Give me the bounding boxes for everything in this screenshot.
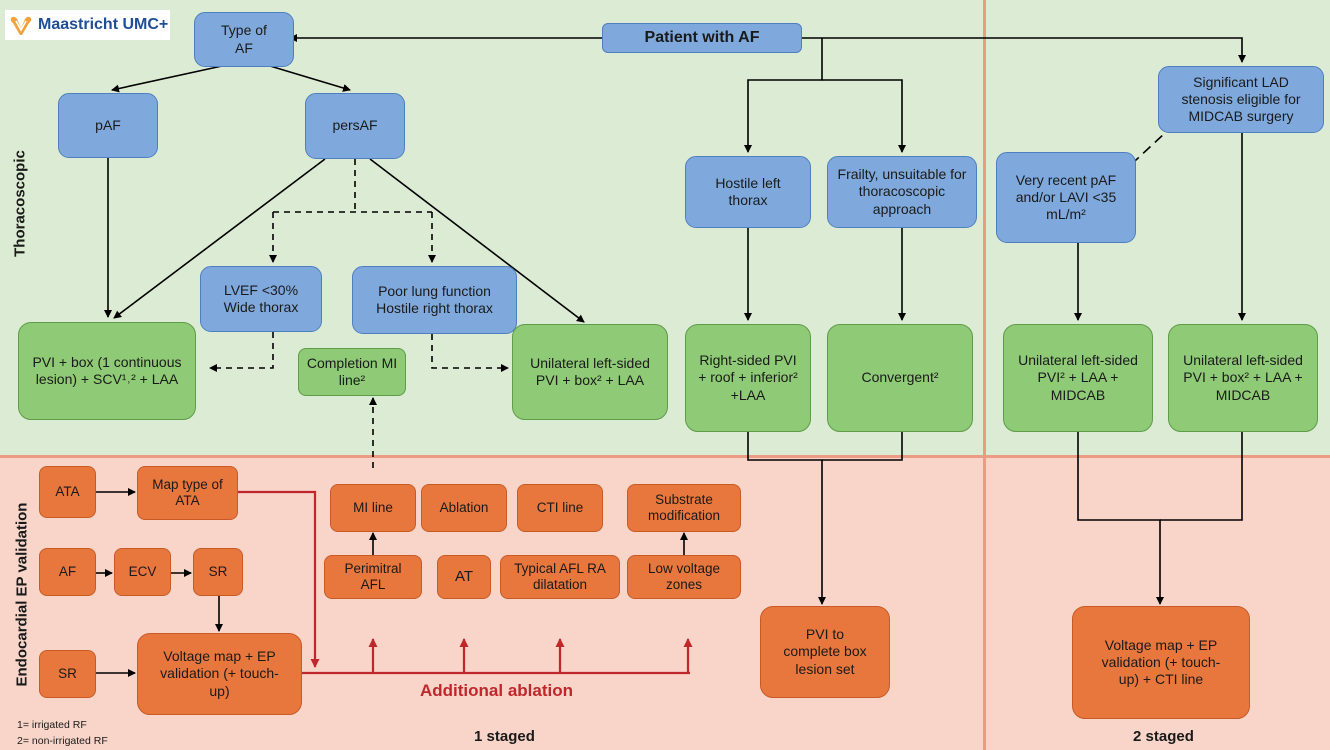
frailty-box: Frailty, unsuitable for thoracoscopic ap… — [827, 156, 977, 228]
at-box: AT — [437, 555, 491, 599]
lvef-box: LVEF <30% Wide thorax — [200, 266, 322, 332]
vertical-divider — [983, 0, 986, 750]
voltage-map-box: Voltage map + EP validation (+ touch-up) — [137, 633, 302, 715]
mi-line-box: MI line — [330, 484, 416, 532]
substrate-box: Substrate modification — [627, 484, 741, 532]
footnote-2: 2= non-irrigated RF — [17, 735, 108, 747]
two-staged-label: 2 staged — [1133, 728, 1194, 745]
footnote-1: 1= irrigated RF — [17, 719, 87, 731]
patient-with-af-box: Patient with AF — [602, 23, 802, 53]
cti-line-box: CTI line — [517, 484, 603, 532]
hostile-left-box: Hostile left thorax — [685, 156, 811, 228]
af-box: AF — [39, 548, 96, 596]
low-voltage-box: Low voltage zones — [627, 555, 741, 599]
sr-box-1: SR — [193, 548, 243, 596]
additional-ablation-label: Additional ablation — [420, 681, 573, 700]
paf-box: pAF — [58, 93, 158, 158]
ecv-box: ECV — [114, 548, 171, 596]
convergent-box: Convergent² — [827, 324, 973, 432]
pvi-complete-box: PVI to complete box lesion set — [760, 606, 890, 698]
ata-box: ATA — [39, 466, 96, 518]
horizontal-divider — [0, 455, 1330, 458]
type-of-af-box: Type of AF — [194, 12, 294, 67]
logo-text: Maastricht UMC+ — [38, 16, 169, 33]
very-recent-box: Very recent pAF and/or LAVI <35 mL/m² — [996, 152, 1136, 243]
one-staged-label: 1 staged — [474, 728, 535, 745]
logo-icon — [10, 16, 32, 35]
perimitral-box: Perimitral AFL — [324, 555, 422, 599]
ablation-box: Ablation — [421, 484, 507, 532]
right-sided-box: Right-sided PVI + roof + inferior² +LAA — [685, 324, 811, 432]
map-type-box: Map type of ATA — [137, 466, 238, 520]
pvi-box-box: PVI + box (1 continuous lesion) + SCV¹˒²… — [18, 322, 196, 420]
midcab1-box: Unilateral left-sided PVI² + LAA + MIDCA… — [1003, 324, 1153, 432]
lad-stenosis-box: Significant LAD stenosis eligible for MI… — [1158, 66, 1324, 133]
voltage-map-2-box: Voltage map + EP validation (+ touch-up)… — [1072, 606, 1250, 719]
sr-box-2: SR — [39, 650, 96, 698]
persaf-box: persAF — [305, 93, 405, 159]
poor-lung-box: Poor lung function Hostile right thorax — [352, 266, 517, 334]
completion-mi-box: Completion MI line² — [298, 348, 406, 396]
midcab2-box: Unilateral left-sided PVI + box² + LAA +… — [1168, 324, 1318, 432]
unilateral-box-box: Unilateral left-sided PVI + box² + LAA — [512, 324, 668, 420]
logo: Maastricht UMC+ — [5, 10, 170, 40]
typical-afl-box: Typical AFL RA dilatation — [500, 555, 620, 599]
